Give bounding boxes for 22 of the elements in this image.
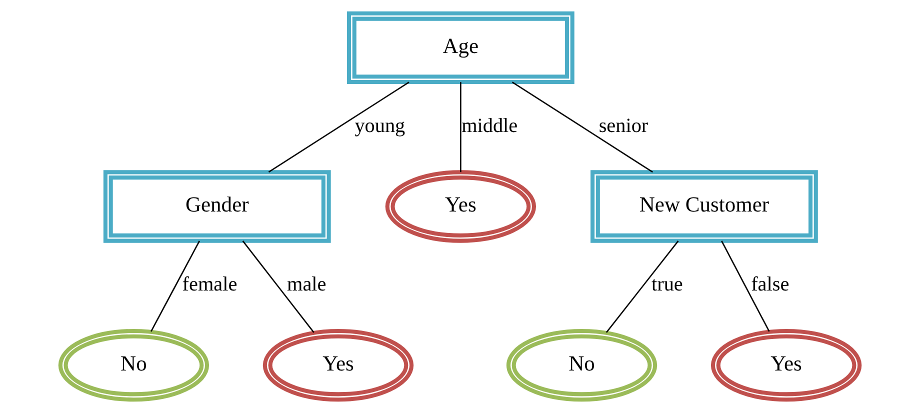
node-ellipse: No [58, 328, 209, 402]
edge-label: middle [461, 114, 518, 137]
edge-label: false [750, 274, 789, 296]
edge-label: male [286, 274, 326, 296]
connector [460, 82, 461, 172]
node-box: Gender [102, 170, 330, 243]
connector [268, 82, 409, 173]
node-ellipse: Yes [384, 170, 536, 243]
node-box: Age [346, 11, 574, 84]
edge-label: true [651, 274, 682, 296]
connector [150, 240, 200, 332]
node-ellipse: No [506, 328, 657, 402]
connector [511, 82, 652, 173]
node-box: New Customer [590, 170, 818, 243]
edge-label: female [182, 274, 237, 296]
connector [720, 240, 770, 332]
edge-label: young [354, 114, 405, 137]
node-ellipse: Yes [262, 328, 414, 402]
edge-label: senior [598, 114, 648, 137]
node-ellipse: Yes [710, 328, 862, 402]
connector [242, 240, 314, 333]
connector [605, 240, 678, 333]
